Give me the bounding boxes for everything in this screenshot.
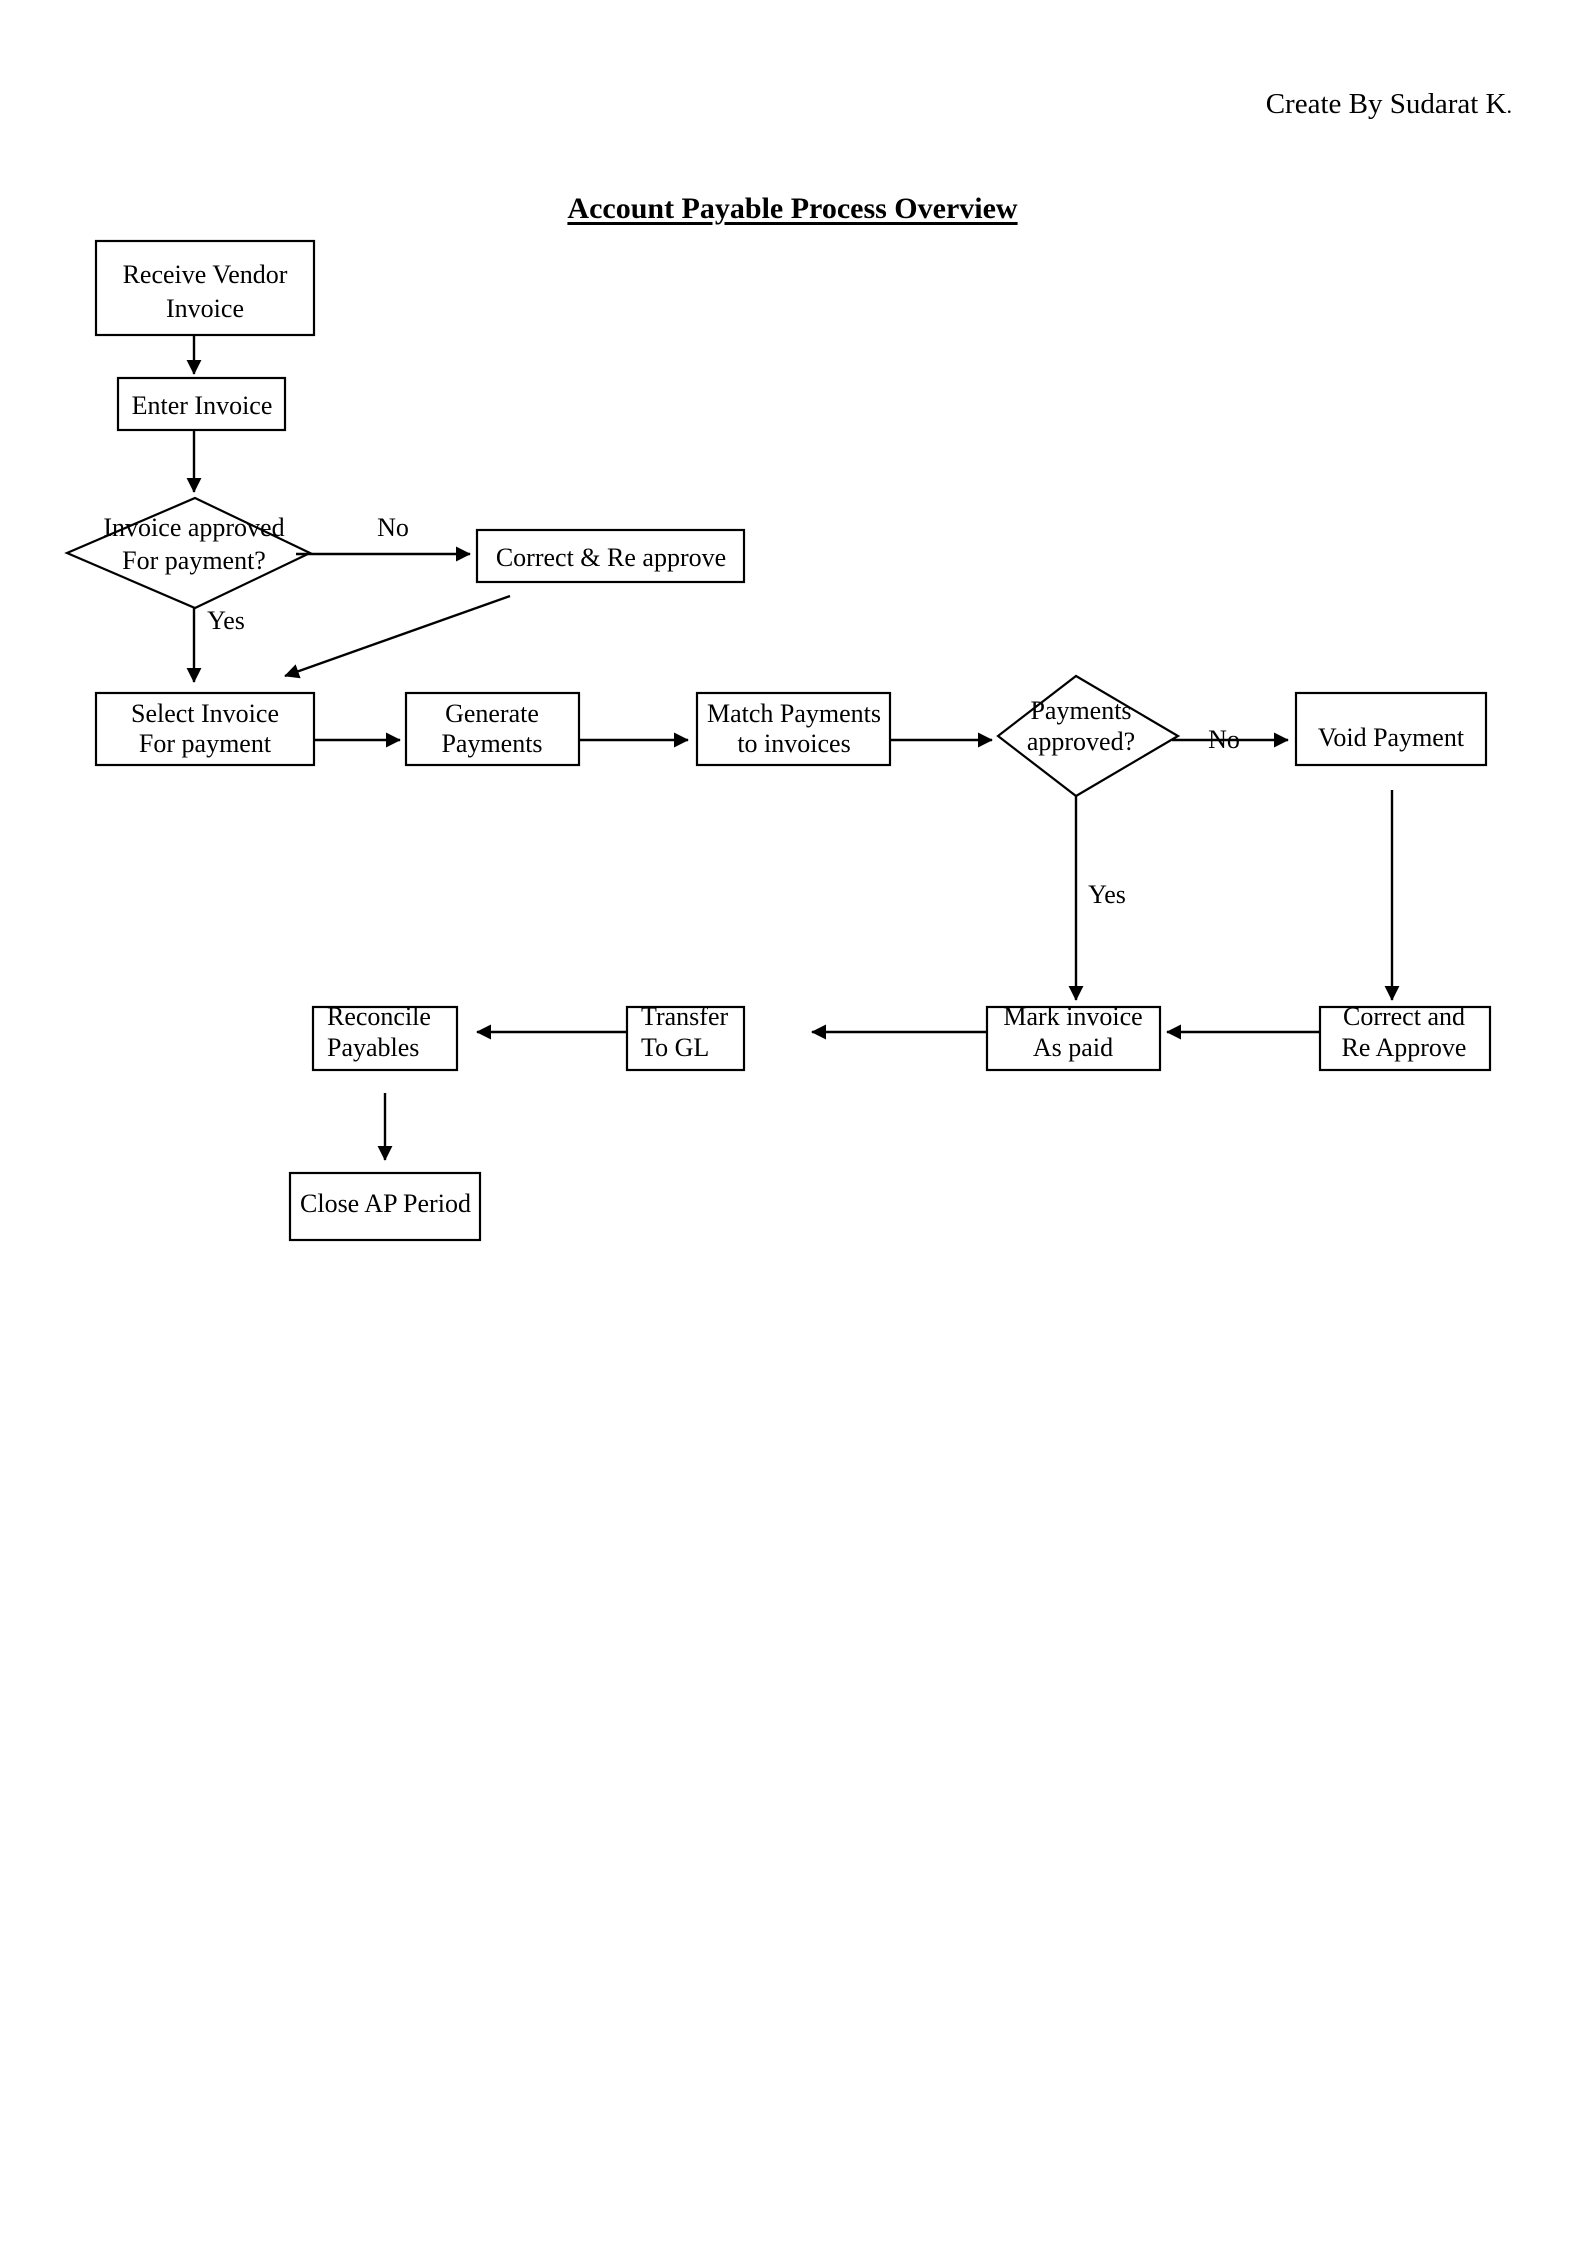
- node-shape-process: [625, 1005, 746, 1072]
- node-reconcile-payables[interactable]: Reconcile Payables: [311, 1002, 459, 1072]
- node-shape-process: [311, 1005, 459, 1072]
- node-receive-vendor-invoice[interactable]: Receive Vendor Invoice: [94, 239, 316, 337]
- node-match-payments-to-invoices[interactable]: Match Payments to invoices: [695, 691, 892, 767]
- node-shape-process: [985, 1005, 1162, 1072]
- node-shape-process: [1294, 691, 1488, 767]
- node-correct-re-approve-invoice[interactable]: Correct & Re approve: [475, 528, 746, 584]
- edge-label-invoice-yes: Yes: [207, 606, 245, 635]
- node-label-line2: to invoices: [737, 729, 850, 758]
- node-close-ap-period[interactable]: Close AP Period: [288, 1171, 482, 1242]
- node-label-line1: Correct & Re approve: [496, 543, 726, 572]
- node-shape-process: [475, 528, 746, 584]
- author-credit: Create By Sudarat K.: [0, 88, 1512, 121]
- node-shape-process: [288, 1171, 482, 1242]
- edge-label-invoice-no: No: [377, 513, 409, 542]
- node-label-line2: For payment: [139, 729, 272, 758]
- node-shape-process: [404, 691, 581, 767]
- node-shape-process: [94, 691, 316, 767]
- node-shape-process: [94, 239, 316, 337]
- node-label-line2: For payment?: [122, 546, 266, 575]
- node-void-payment[interactable]: Void Payment: [1294, 691, 1488, 767]
- node-label-line2: To GL: [641, 1033, 709, 1062]
- node-label-line1: Payments: [1030, 696, 1131, 725]
- node-label-line2: Payables: [327, 1033, 419, 1062]
- edge-correct-to-select: [284, 594, 511, 679]
- node-label-line1: Invoice approved: [103, 513, 284, 542]
- node-label-line1: Correct and: [1343, 1002, 1465, 1031]
- node-shape-process: [695, 691, 892, 767]
- node-label-line2: Payments: [441, 729, 542, 758]
- node-label-line2: Invoice: [166, 294, 244, 323]
- node-label-line1: Mark invoice: [1003, 1002, 1142, 1031]
- node-label-line1: Select Invoice: [131, 699, 279, 728]
- node-correct-and-re-approve-payment[interactable]: Correct and Re Approve: [1318, 1002, 1492, 1072]
- node-generate-payments[interactable]: Generate Payments: [404, 691, 581, 767]
- author-credit-text: Create By Sudarat K: [1265, 88, 1507, 120]
- author-credit-period: .: [1506, 93, 1513, 118]
- node-enter-invoice[interactable]: Enter Invoice: [116, 376, 287, 432]
- node-select-invoice-for-payment[interactable]: Select Invoice For payment: [94, 691, 316, 767]
- node-label-line1: Generate: [445, 699, 539, 728]
- node-label-line1: Void Payment: [1318, 723, 1465, 752]
- page-title: Account Payable Process Overview: [567, 192, 1018, 225]
- node-label-line1: Enter Invoice: [132, 391, 273, 420]
- node-shape-process: [116, 376, 287, 432]
- node-label-line2: Re Approve: [1342, 1033, 1467, 1062]
- node-label-line2: approved?: [1027, 727, 1135, 756]
- node-payments-approved-decision[interactable]: Payments approved?: [996, 674, 1181, 798]
- node-invoice-approved-decision[interactable]: Invoice approved For payment?: [64, 496, 313, 610]
- node-label-line1: Match Payments: [707, 699, 881, 728]
- node-label-line2: As paid: [1033, 1033, 1113, 1062]
- node-label-line1: Receive Vendor: [123, 260, 288, 289]
- node-mark-invoice-as-paid[interactable]: Mark invoice As paid: [985, 1002, 1162, 1072]
- node-shape-process: [1318, 1005, 1492, 1072]
- node-label-line1: Transfer: [641, 1002, 728, 1031]
- node-label-line1: Reconcile: [327, 1002, 431, 1031]
- node-transfer-to-gl[interactable]: Transfer To GL: [625, 1002, 746, 1072]
- edge-label-payments-no: No: [1208, 725, 1240, 754]
- edge-label-payments-yes: Yes: [1088, 880, 1126, 909]
- node-label-line1: Close AP Period: [300, 1189, 471, 1218]
